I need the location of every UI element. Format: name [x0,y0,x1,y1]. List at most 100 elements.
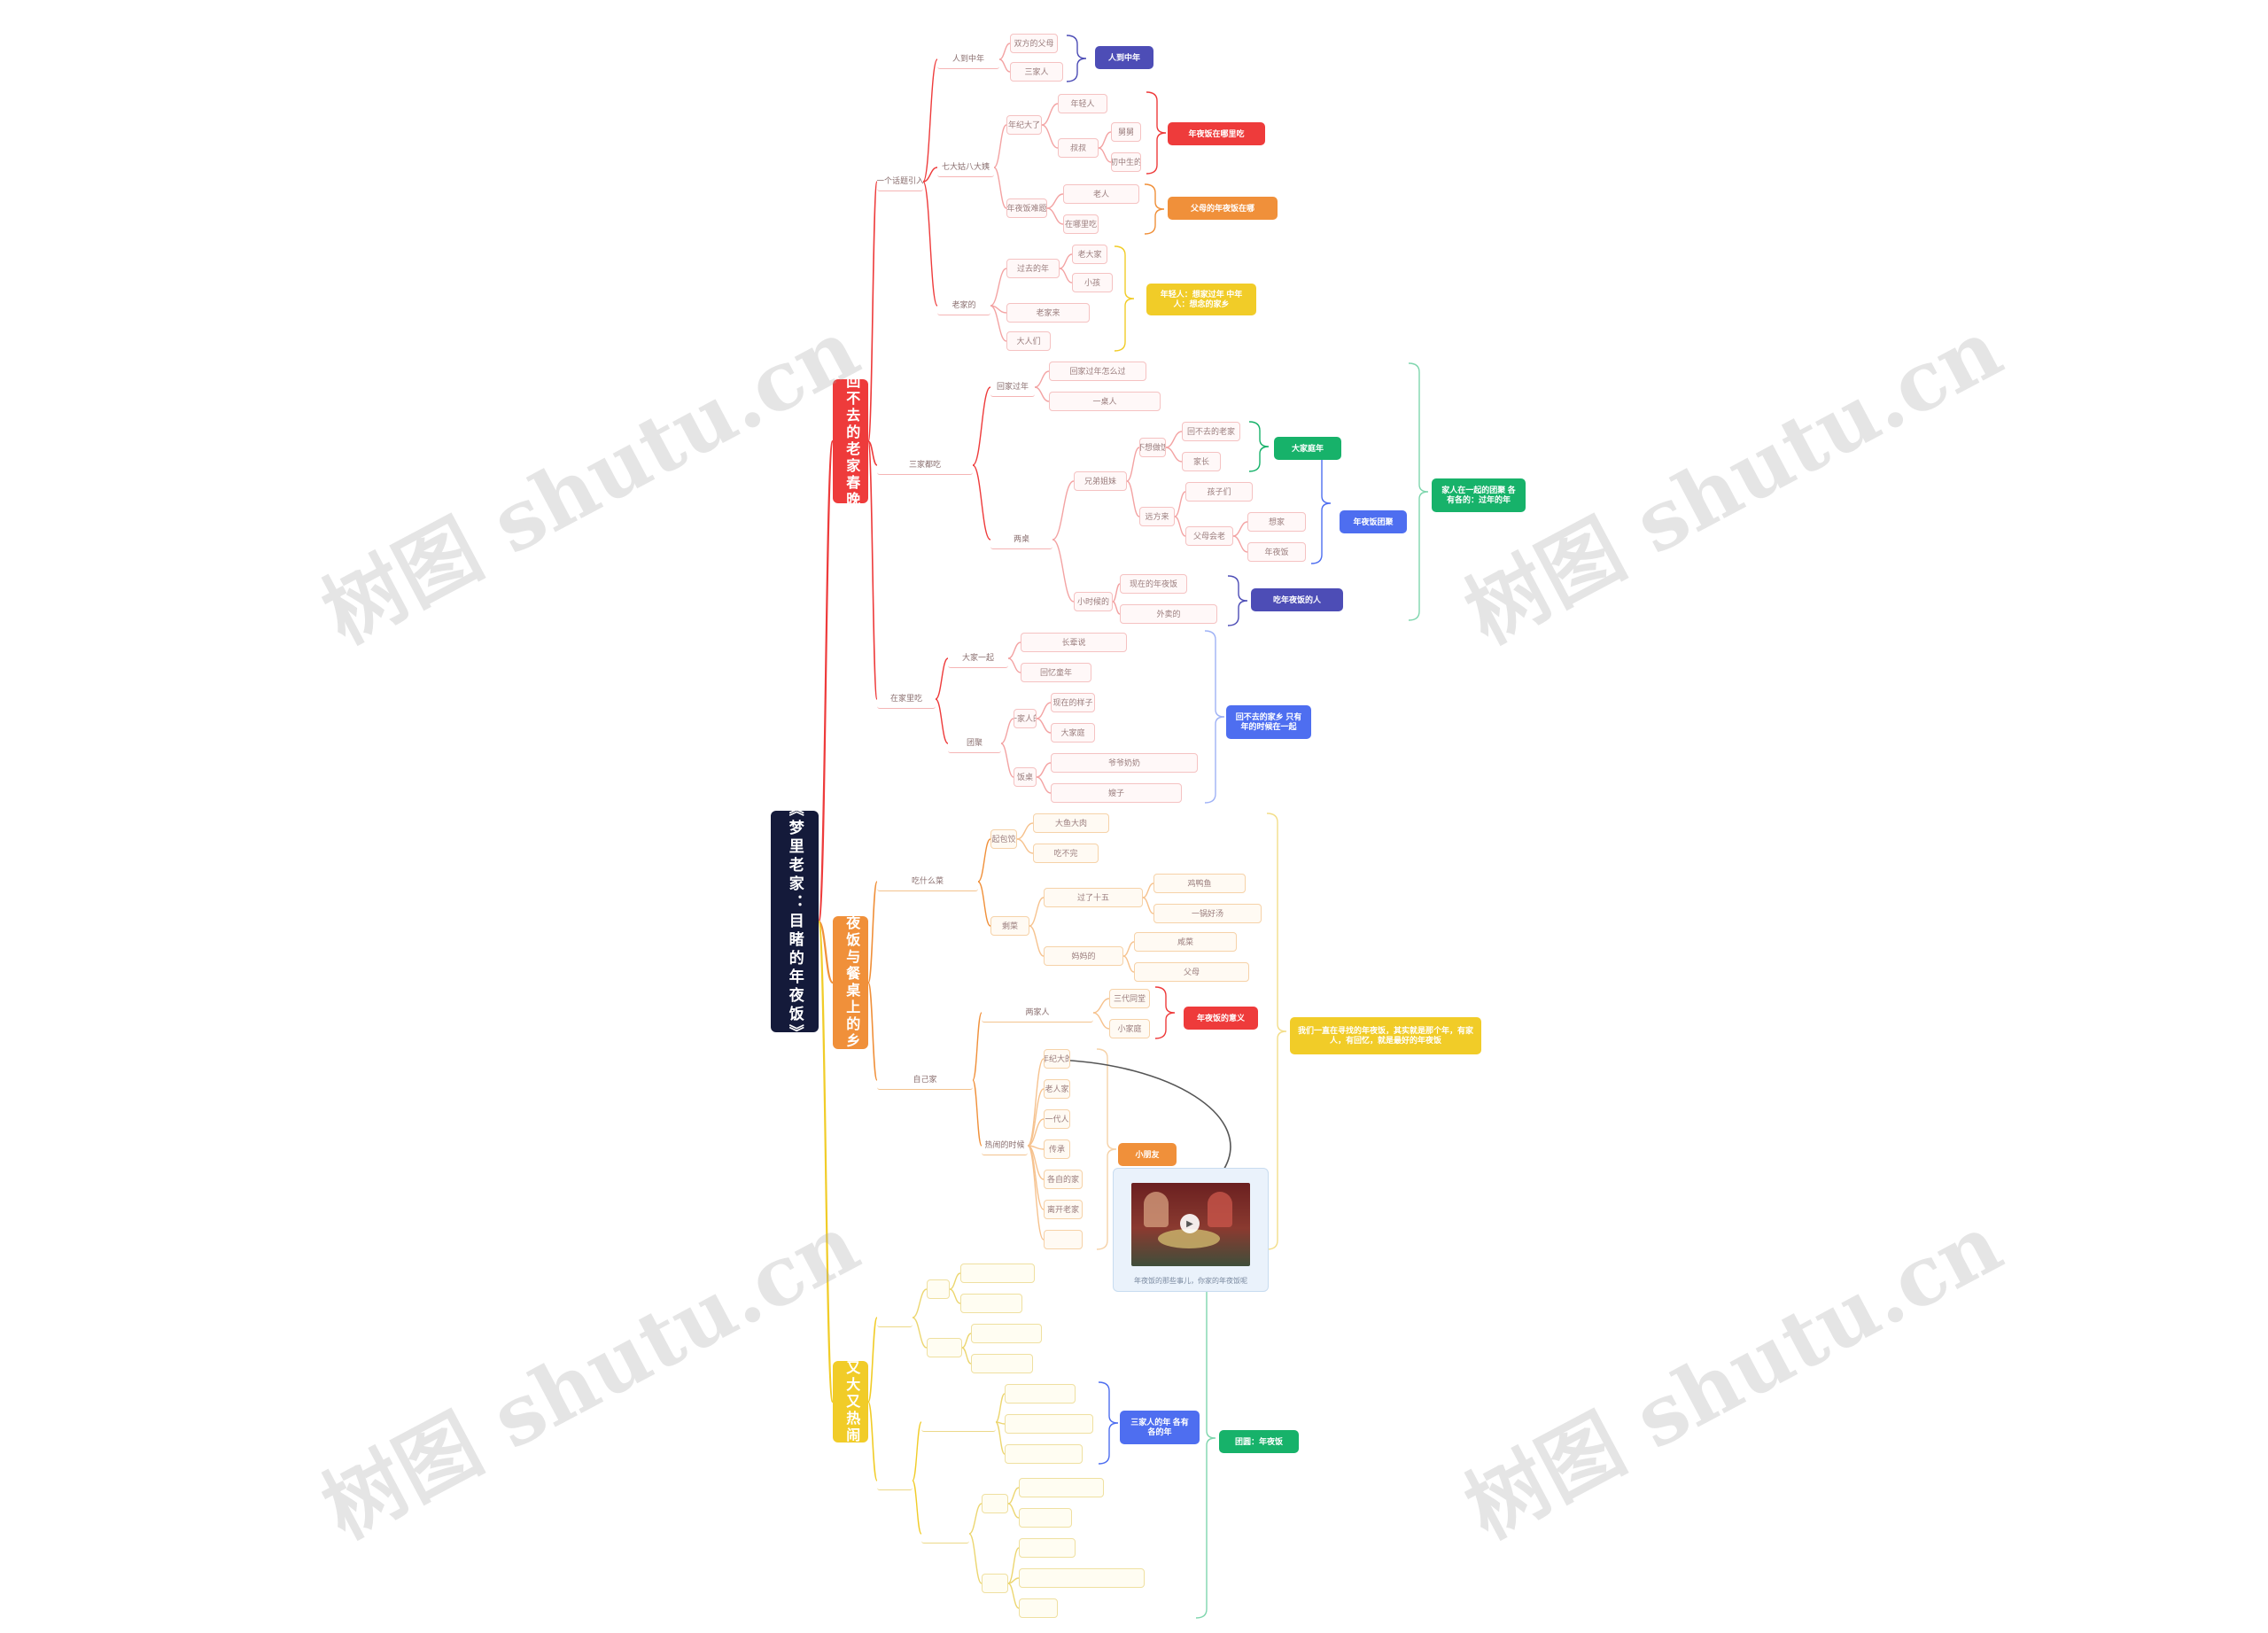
leaf-node[interactable]: 年纪大了 [1006,115,1042,135]
summary-tag[interactable]: 大家庭年 [1274,437,1341,460]
leaf-node[interactable]: 在哪里吃 [1063,214,1099,234]
leaf-node[interactable]: 吃不完 [1033,844,1099,863]
leaf-node[interactable] [1019,1538,1076,1558]
leaf-node[interactable]: 双方的父母 [1010,34,1058,53]
summary-tag[interactable]: 父母的年夜饭在哪 [1168,197,1278,220]
topic-node[interactable]: 人到中年 [937,50,999,69]
leaf-node[interactable] [1019,1568,1145,1588]
leaf-node[interactable]: 传承 [1044,1139,1070,1159]
leaf-node[interactable]: 大家庭 [1051,723,1095,743]
topic-node[interactable]: 热闹的时候 [982,1136,1028,1155]
leaf-node[interactable]: 孩子们 [1185,482,1253,502]
leaf-node[interactable]: 长辈说 [1021,633,1127,652]
leaf-node[interactable] [1019,1478,1104,1497]
leaf-node[interactable]: 爷爷奶奶 [1051,753,1198,773]
summary-tag[interactable]: 年夜饭的意义 [1184,1007,1258,1030]
leaf-node[interactable] [1019,1508,1072,1528]
leaf-node[interactable]: 外卖的 [1120,604,1217,624]
topic-node[interactable]: 两桌 [990,530,1052,549]
leaf-node[interactable]: 年夜饭 [1247,542,1306,562]
leaf-node[interactable]: 鸡鸭鱼 [1153,874,1246,893]
topic-node[interactable]: 一个话题引入 [877,172,923,191]
topic-node[interactable]: 三家都吃 [877,455,973,475]
leaf-node[interactable] [1005,1414,1093,1434]
leaf-node[interactable]: 家长 [1182,452,1221,471]
leaf-node[interactable]: 初中生的 [1111,152,1141,172]
topic-node[interactable]: 大家一起 [948,649,1008,668]
leaf-node[interactable]: 老大家 [1072,245,1107,264]
leaf-node[interactable]: 一家人的 [1014,709,1037,728]
topic-node[interactable] [877,1308,913,1327]
leaf-node[interactable] [960,1294,1022,1313]
topic-node[interactable]: 回家过年 [990,377,1035,397]
topic-node[interactable] [921,1412,996,1432]
topic-node[interactable]: 七大姑八大姨 [937,158,994,177]
summary-tag[interactable]: 年夜饭在哪里吃 [1168,122,1265,145]
leaf-node[interactable]: 妈妈的 [1044,946,1123,966]
leaf-node[interactable] [971,1354,1033,1373]
leaf-node[interactable] [960,1264,1035,1283]
leaf-node[interactable]: 一起包饺子 [990,829,1017,849]
leaf-node[interactable] [927,1338,962,1357]
leaf-node[interactable]: 离开老家 [1044,1200,1083,1219]
leaf-node[interactable]: 年轻人 [1058,94,1107,113]
leaf-node[interactable]: 年纪大的 [1044,1049,1070,1069]
leaf-node[interactable]: 回不去的老家 [1182,422,1240,441]
summary-tag[interactable]: 年夜饭团聚 [1340,510,1407,533]
leaf-node[interactable] [1019,1598,1058,1618]
leaf-node[interactable]: 一代人 [1044,1109,1070,1129]
leaf-node[interactable] [1005,1384,1076,1404]
leaf-node[interactable] [971,1324,1042,1343]
leaf-node[interactable]: 小家庭 [1109,1019,1150,1038]
leaf-node[interactable]: 过去的年 [1006,259,1060,278]
leaf-node[interactable]: 父母 [1134,962,1249,982]
leaf-node[interactable]: 大人们 [1006,331,1051,351]
leaf-node[interactable]: 小时候的 [1074,592,1113,611]
leaf-node[interactable]: 剩菜 [990,916,1029,936]
branch-topic-2[interactable]: 年夜饭与餐桌上的乡愁 [833,916,868,1049]
leaf-node[interactable]: 过了十五 [1044,888,1143,907]
leaf-node[interactable]: 三代同堂 [1109,989,1150,1008]
branch-topic-1[interactable]: 回不去的老家春晚 [833,379,868,503]
topic-node[interactable]: 吃什么菜 [877,872,978,891]
summary-tag[interactable]: 吃年夜饭的人 [1251,588,1343,611]
play-icon[interactable]: ▶ [1180,1214,1200,1233]
summary-tag[interactable]: 人到中年 [1095,46,1153,69]
summary-tag[interactable]: 回不去的家乡 只有年的时候在一起 [1226,705,1311,739]
leaf-node[interactable]: 现在的样子 [1051,693,1095,712]
summary-tag[interactable]: 团圆：年夜饭 [1219,1430,1299,1453]
leaf-node[interactable]: 兄弟姐妹 [1074,471,1127,491]
video-card[interactable]: ▶ 年夜饭的那些事儿，你家的年夜饭呢 [1113,1168,1269,1292]
summary-tag[interactable]: 我们一直在寻找的年夜饭，其实就是那个年，有家人，有回忆，就是最好的年夜饭 [1290,1017,1481,1054]
leaf-node[interactable] [1044,1230,1083,1249]
summary-tag[interactable]: 家人在一起的团聚 各有各的：过年的年 [1432,478,1526,512]
branch-topic-3[interactable]: 又大又热闹 [833,1361,868,1442]
leaf-node[interactable]: 年夜饭难题 [1006,198,1047,218]
topic-node[interactable]: 在家里吃 [877,689,936,709]
leaf-node[interactable]: 回忆童年 [1021,663,1091,682]
leaf-node[interactable] [1005,1444,1083,1464]
leaf-node[interactable]: 各自的家 [1044,1170,1083,1189]
topic-node[interactable]: 两家人 [982,1003,1093,1023]
leaf-node[interactable]: 一桌人 [1049,392,1161,411]
topic-node[interactable]: 团聚 [948,734,1001,753]
summary-tag[interactable]: 年轻人：想家过年 中年人：想念的家乡 [1146,284,1256,315]
leaf-node[interactable]: 老人家 [1044,1079,1070,1099]
leaf-node[interactable]: 舅舅 [1111,122,1141,142]
root-topic[interactable]: 《梦里老家：目睹的年夜饭》 [771,811,819,1032]
leaf-node[interactable]: 咸菜 [1134,932,1237,952]
leaf-node[interactable]: 回家过年怎么过 [1049,362,1146,381]
leaf-node[interactable]: 一锅好汤 [1153,904,1262,923]
topic-node[interactable]: 自己家 [877,1070,973,1090]
leaf-node[interactable]: 父母会老 [1185,526,1233,546]
video-thumbnail[interactable]: ▶ [1131,1183,1250,1266]
topic-node[interactable]: 老家的 [937,296,990,315]
leaf-node[interactable]: 叔叔 [1058,138,1099,158]
leaf-node[interactable] [982,1494,1008,1513]
leaf-node[interactable] [982,1574,1008,1593]
leaf-node[interactable]: 现在的年夜饭 [1120,574,1187,594]
leaf-node[interactable]: 饭桌 [1014,767,1037,787]
topic-node[interactable] [921,1524,969,1544]
leaf-node[interactable]: 远方来 [1139,507,1175,526]
